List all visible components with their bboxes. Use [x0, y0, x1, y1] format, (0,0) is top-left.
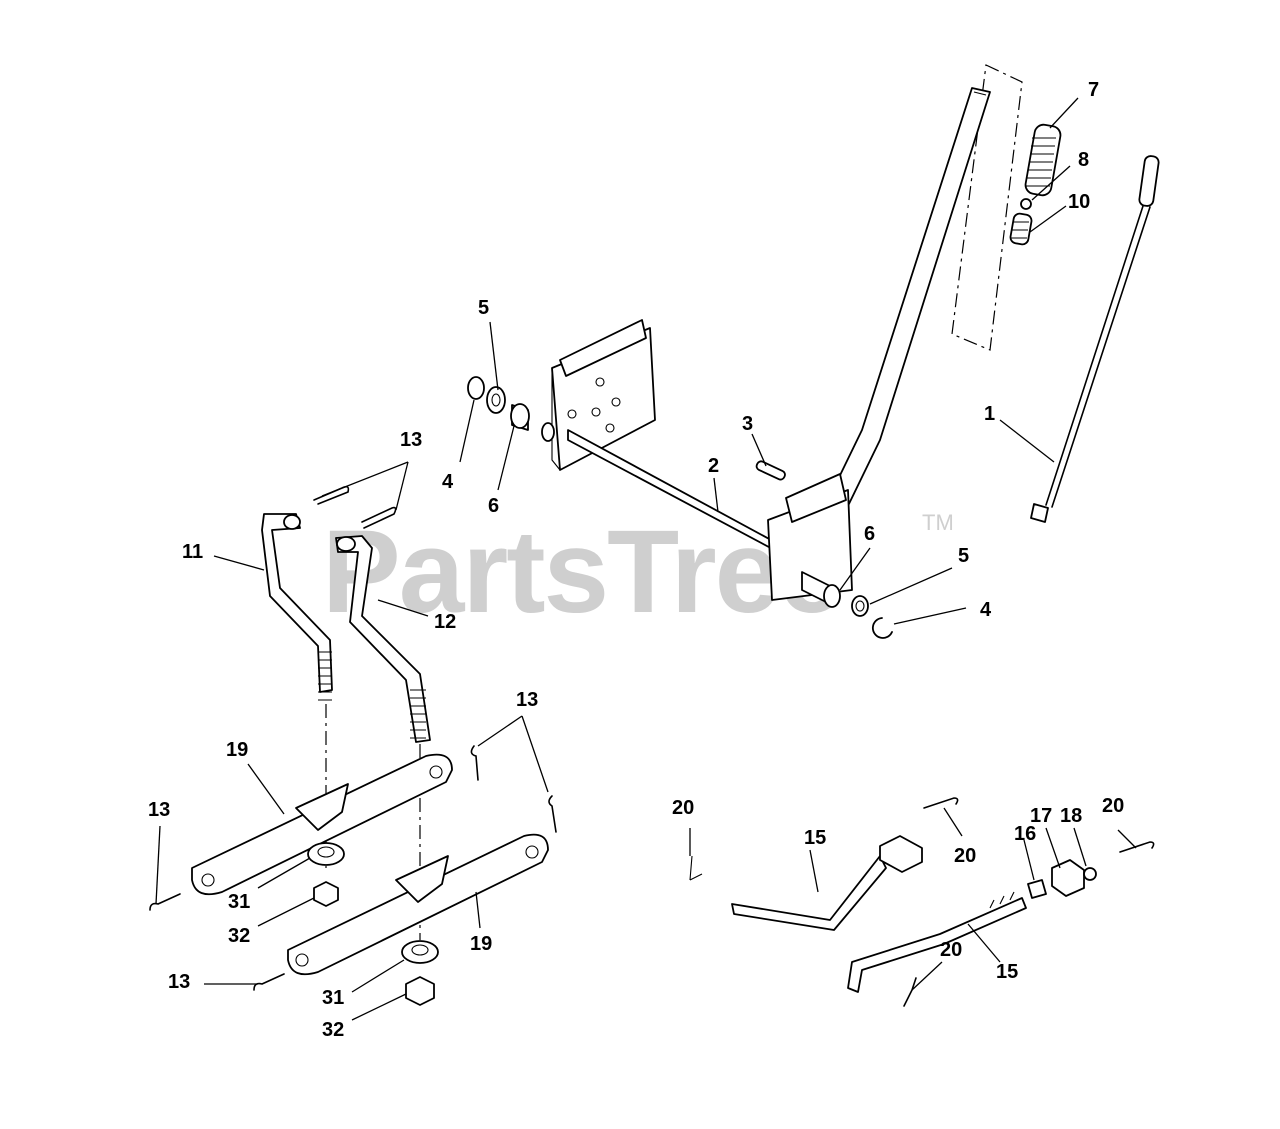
callout-31-lower: 31 [322, 987, 344, 1009]
callout-7: 7 [1088, 79, 1099, 101]
part-12-hanger-rod [335, 535, 431, 743]
part-3-pin [755, 460, 786, 481]
callout-13-top: 13 [400, 429, 422, 451]
callout-6-right: 6 [864, 523, 875, 545]
leader-lines [155, 97, 1137, 1021]
watermark-trademark: TM [922, 510, 954, 535]
callout-17: 17 [1030, 805, 1052, 827]
spring-assembly [951, 64, 1062, 351]
part-11-hanger-rod [261, 513, 333, 701]
callout-20-b: 20 [954, 845, 976, 867]
part-15-rod-lower [847, 859, 1097, 1007]
callout-2: 2 [708, 455, 719, 477]
callout-6-left: 6 [488, 495, 499, 517]
lift-handle [827, 87, 991, 511]
callout-19-upper: 19 [226, 739, 248, 761]
bushing-nut-upper [307, 842, 345, 907]
bushing-set-left [467, 376, 555, 442]
callout-32-upper: 32 [228, 925, 250, 947]
bushing-nut-lower [401, 940, 439, 1006]
cotter-clips [923, 797, 1155, 853]
watermark-text: PartsTree [322, 506, 842, 638]
callout-19-lower: 19 [470, 933, 492, 955]
bushing-set-right [801, 571, 893, 639]
callout-10: 10 [1068, 191, 1090, 213]
part-19-lift-link-upper [191, 753, 453, 896]
callout-labels: 7 8 10 1 5 4 6 3 2 13 11 12 6 5 4 13 19 … [148, 79, 1124, 1041]
watermark: PartsTree TM [322, 506, 954, 638]
callout-12: 12 [434, 611, 456, 633]
callout-13-mid: 13 [516, 689, 538, 711]
part-15-rod-upper [689, 835, 923, 931]
callout-18: 18 [1060, 805, 1082, 827]
callout-5-left: 5 [478, 297, 489, 319]
callout-20-c: 20 [1102, 795, 1124, 817]
callout-11: 11 [182, 541, 203, 563]
callout-3: 3 [742, 413, 753, 435]
callout-20-d: 20 [940, 939, 962, 961]
callout-13-left: 13 [148, 799, 170, 821]
callout-15-lower: 15 [996, 961, 1018, 983]
callout-4-left: 4 [442, 471, 454, 493]
callout-1: 1 [984, 403, 995, 425]
callout-16: 16 [1014, 823, 1036, 845]
callout-15-upper: 15 [804, 827, 826, 849]
callout-8: 8 [1078, 149, 1089, 171]
part-19-lift-link-lower [287, 833, 549, 976]
part-2-lift-shaft [551, 319, 853, 601]
callout-4-right: 4 [980, 599, 992, 621]
part-1-rod [1030, 155, 1160, 523]
callout-31-upper: 31 [228, 891, 250, 913]
callout-13-bottom: 13 [168, 971, 190, 993]
callout-32-lower: 32 [322, 1019, 344, 1041]
callout-20-a: 20 [672, 797, 694, 819]
callout-5-right: 5 [958, 545, 969, 567]
